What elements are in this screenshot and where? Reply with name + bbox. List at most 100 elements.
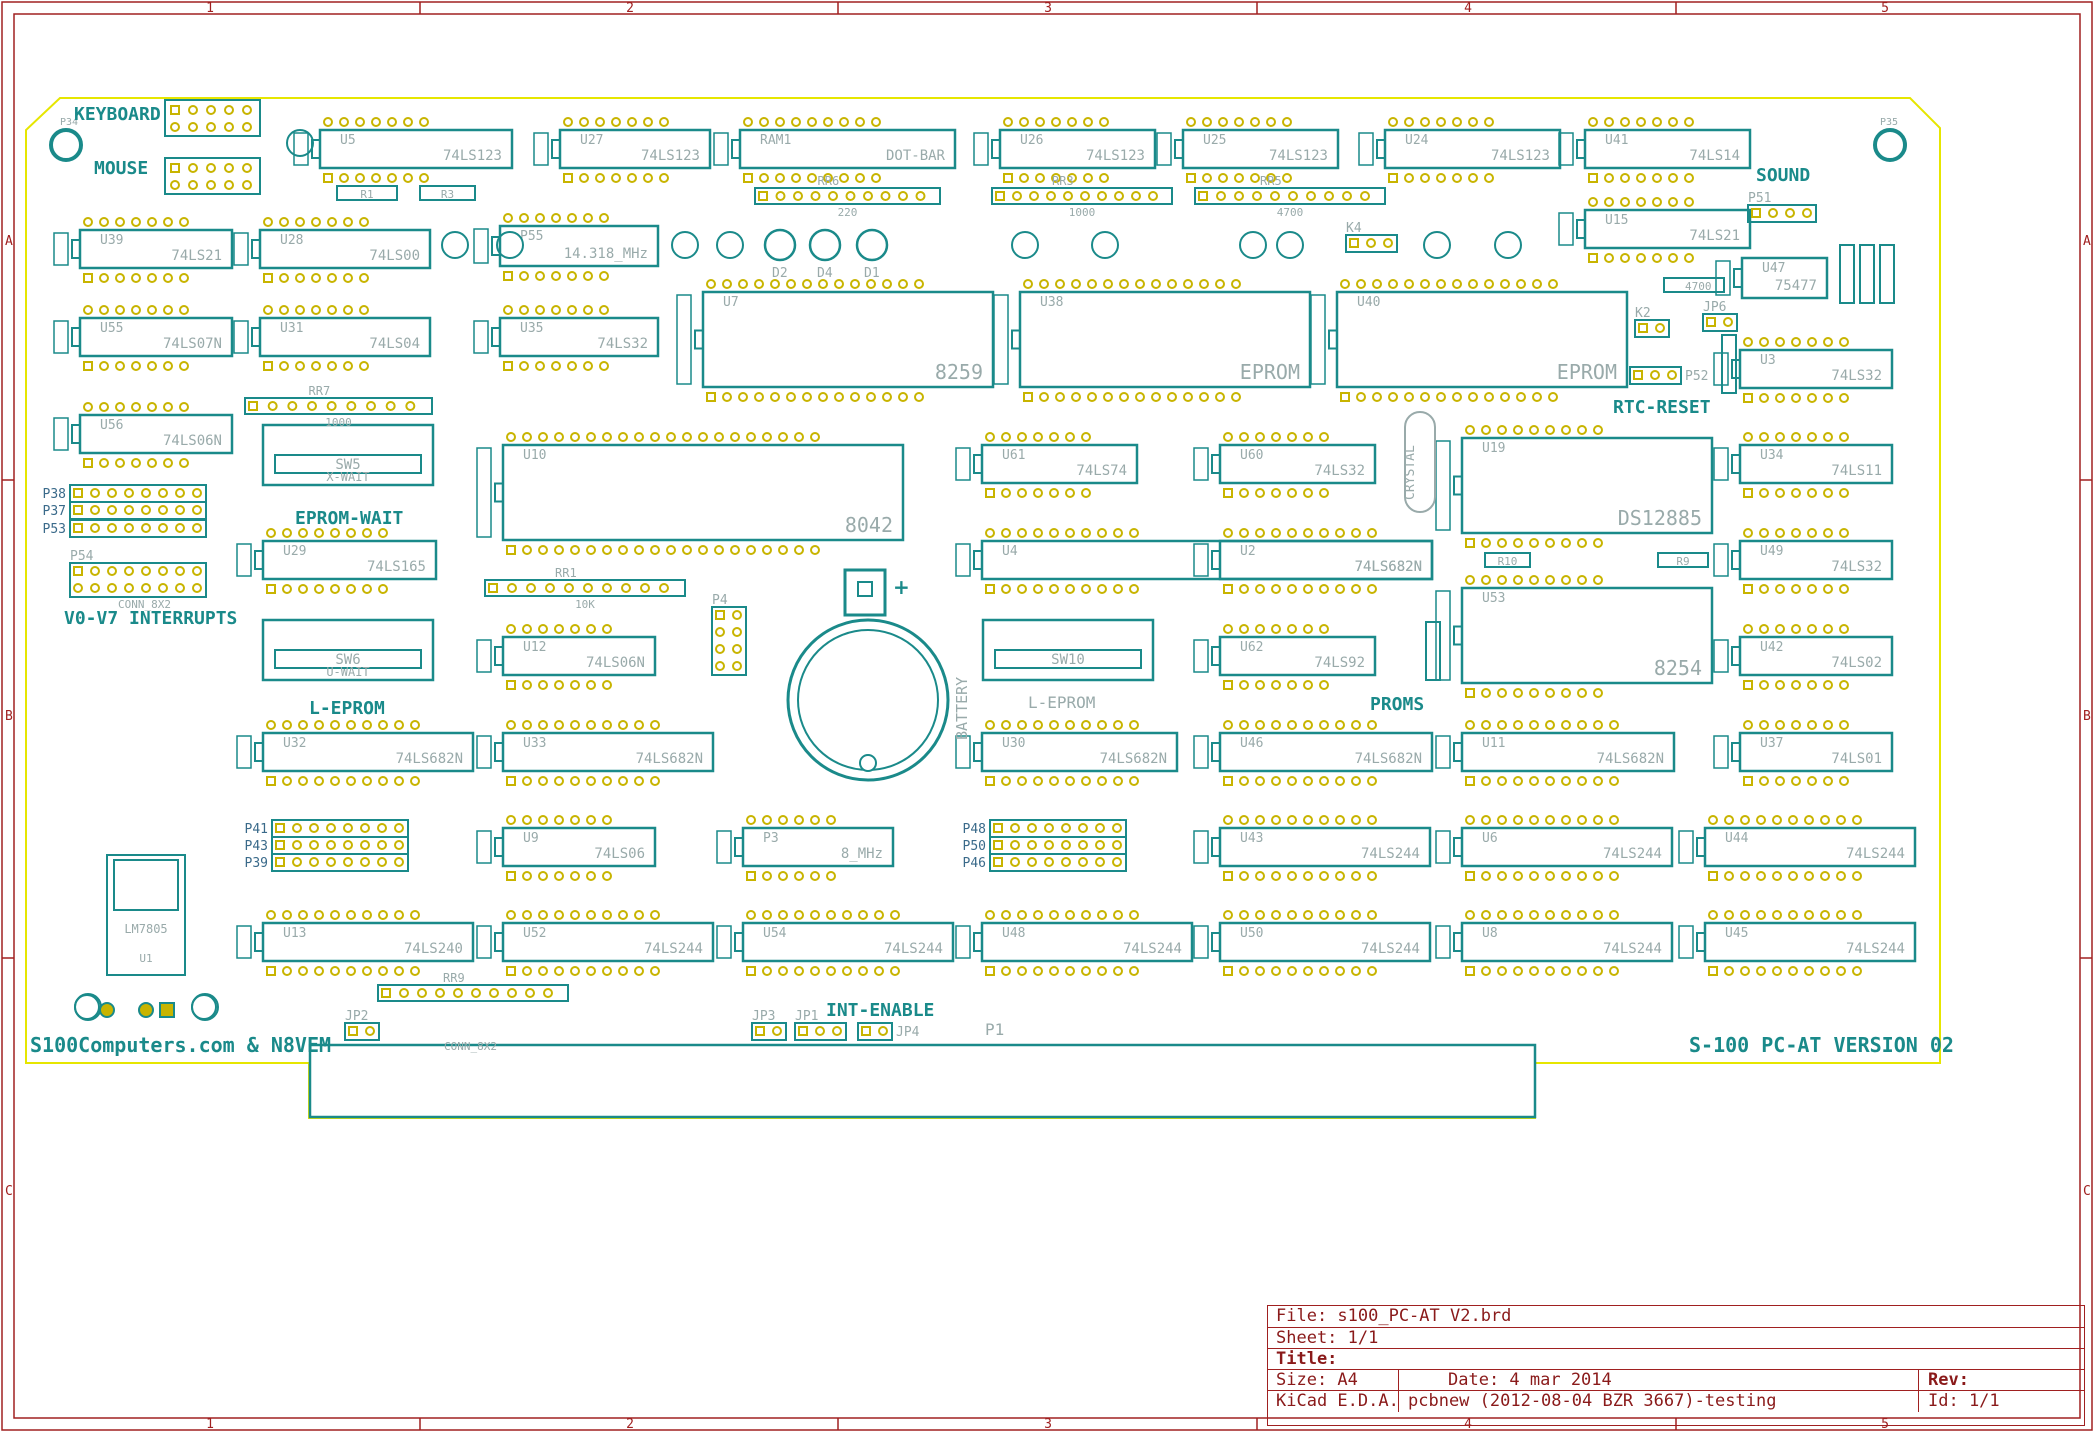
pad: [602, 966, 612, 976]
pad: [1561, 538, 1571, 548]
pad: [1636, 173, 1646, 183]
pad: [545, 583, 555, 593]
pad: [279, 217, 289, 227]
pad: [1529, 910, 1539, 920]
pad: [1223, 584, 1233, 594]
pad: [147, 458, 157, 468]
pad: [1095, 857, 1105, 867]
pad: [858, 910, 868, 920]
bypass-cap: [233, 320, 249, 354]
pad: [563, 117, 573, 127]
pad: [282, 720, 292, 730]
header-body: [69, 562, 207, 598]
pad: [326, 401, 337, 411]
pad: [1759, 528, 1769, 538]
rpack-ref: RR5: [1260, 174, 1282, 188]
header-ref: P48: [963, 822, 986, 837]
pad: [794, 545, 804, 555]
pad: [802, 392, 812, 402]
pad: [248, 401, 258, 411]
pad: [1756, 871, 1766, 881]
pad: [1255, 680, 1265, 690]
pad: [554, 545, 564, 555]
pad: [1636, 117, 1646, 127]
bypass-cap: [1558, 132, 1574, 166]
chip-notch: [1731, 646, 1741, 666]
bypass-cap: [53, 232, 69, 266]
pad: [1823, 680, 1833, 690]
chip-u15: U15 74LS21: [1558, 197, 1752, 263]
capacitor: [1239, 231, 1267, 259]
battery-label: BATTERY: [953, 677, 971, 740]
chip-ref: U15: [1605, 213, 1628, 228]
pad: [850, 279, 860, 289]
pad: [1351, 815, 1361, 825]
chip-ref: U46: [1240, 736, 1263, 751]
pad: [1223, 680, 1233, 690]
pad: [1529, 538, 1539, 548]
title-block-size: Size: A4: [1276, 1370, 1358, 1390]
pad: [107, 505, 117, 515]
pad: [538, 776, 548, 786]
pad: [1081, 488, 1091, 498]
pad: [1751, 208, 1761, 218]
pad: [1513, 776, 1523, 786]
pad: [778, 871, 788, 881]
pad: [1756, 966, 1766, 976]
chip-ref: U41: [1605, 133, 1628, 148]
pad: [1081, 584, 1091, 594]
pad: [295, 273, 305, 283]
pad: [343, 361, 353, 371]
pad: [503, 361, 513, 371]
header-p46: P46: [963, 853, 1127, 872]
chip-ref: U62: [1240, 640, 1263, 655]
pad: [1081, 966, 1091, 976]
pad: [810, 432, 820, 442]
pad: [807, 173, 817, 183]
rpack-ref: RR1: [555, 566, 577, 580]
chip-ref: U60: [1240, 448, 1263, 463]
header-body: [751, 1022, 787, 1041]
header-body: [989, 853, 1127, 872]
rpack-value: 1000: [1069, 206, 1096, 219]
rpack-body: [754, 187, 941, 205]
cap-body: [1011, 231, 1039, 259]
pad: [1131, 191, 1141, 201]
pad: [346, 720, 356, 730]
cap-body: [441, 231, 469, 259]
pad: [147, 305, 157, 315]
pad: [506, 776, 516, 786]
pad: [1186, 173, 1196, 183]
pad: [1545, 425, 1555, 435]
pad: [602, 583, 612, 593]
pad: [188, 105, 198, 115]
pad: [1303, 528, 1313, 538]
pad: [1529, 815, 1539, 825]
bypass-cap: [1678, 830, 1694, 864]
bypass-cap: [1435, 925, 1451, 959]
pad: [1065, 720, 1075, 730]
pad: [73, 523, 83, 533]
chip-ref: U9: [523, 831, 539, 846]
title-block-date: Date: 4 mar 2014: [1448, 1370, 1612, 1390]
resistor-body: [419, 185, 476, 201]
pad: [163, 402, 173, 412]
pad: [170, 163, 180, 173]
pad: [206, 105, 216, 115]
pad: [1234, 191, 1244, 201]
pad: [179, 273, 189, 283]
bypass-cap: [1435, 440, 1451, 531]
pad: [1367, 871, 1377, 881]
pad: [1684, 173, 1694, 183]
pad: [640, 583, 650, 593]
pad: [1019, 117, 1029, 127]
pad: [343, 217, 353, 227]
chip-value: 74LS21: [1689, 228, 1740, 244]
pad: [1836, 966, 1846, 976]
pad: [410, 720, 420, 730]
